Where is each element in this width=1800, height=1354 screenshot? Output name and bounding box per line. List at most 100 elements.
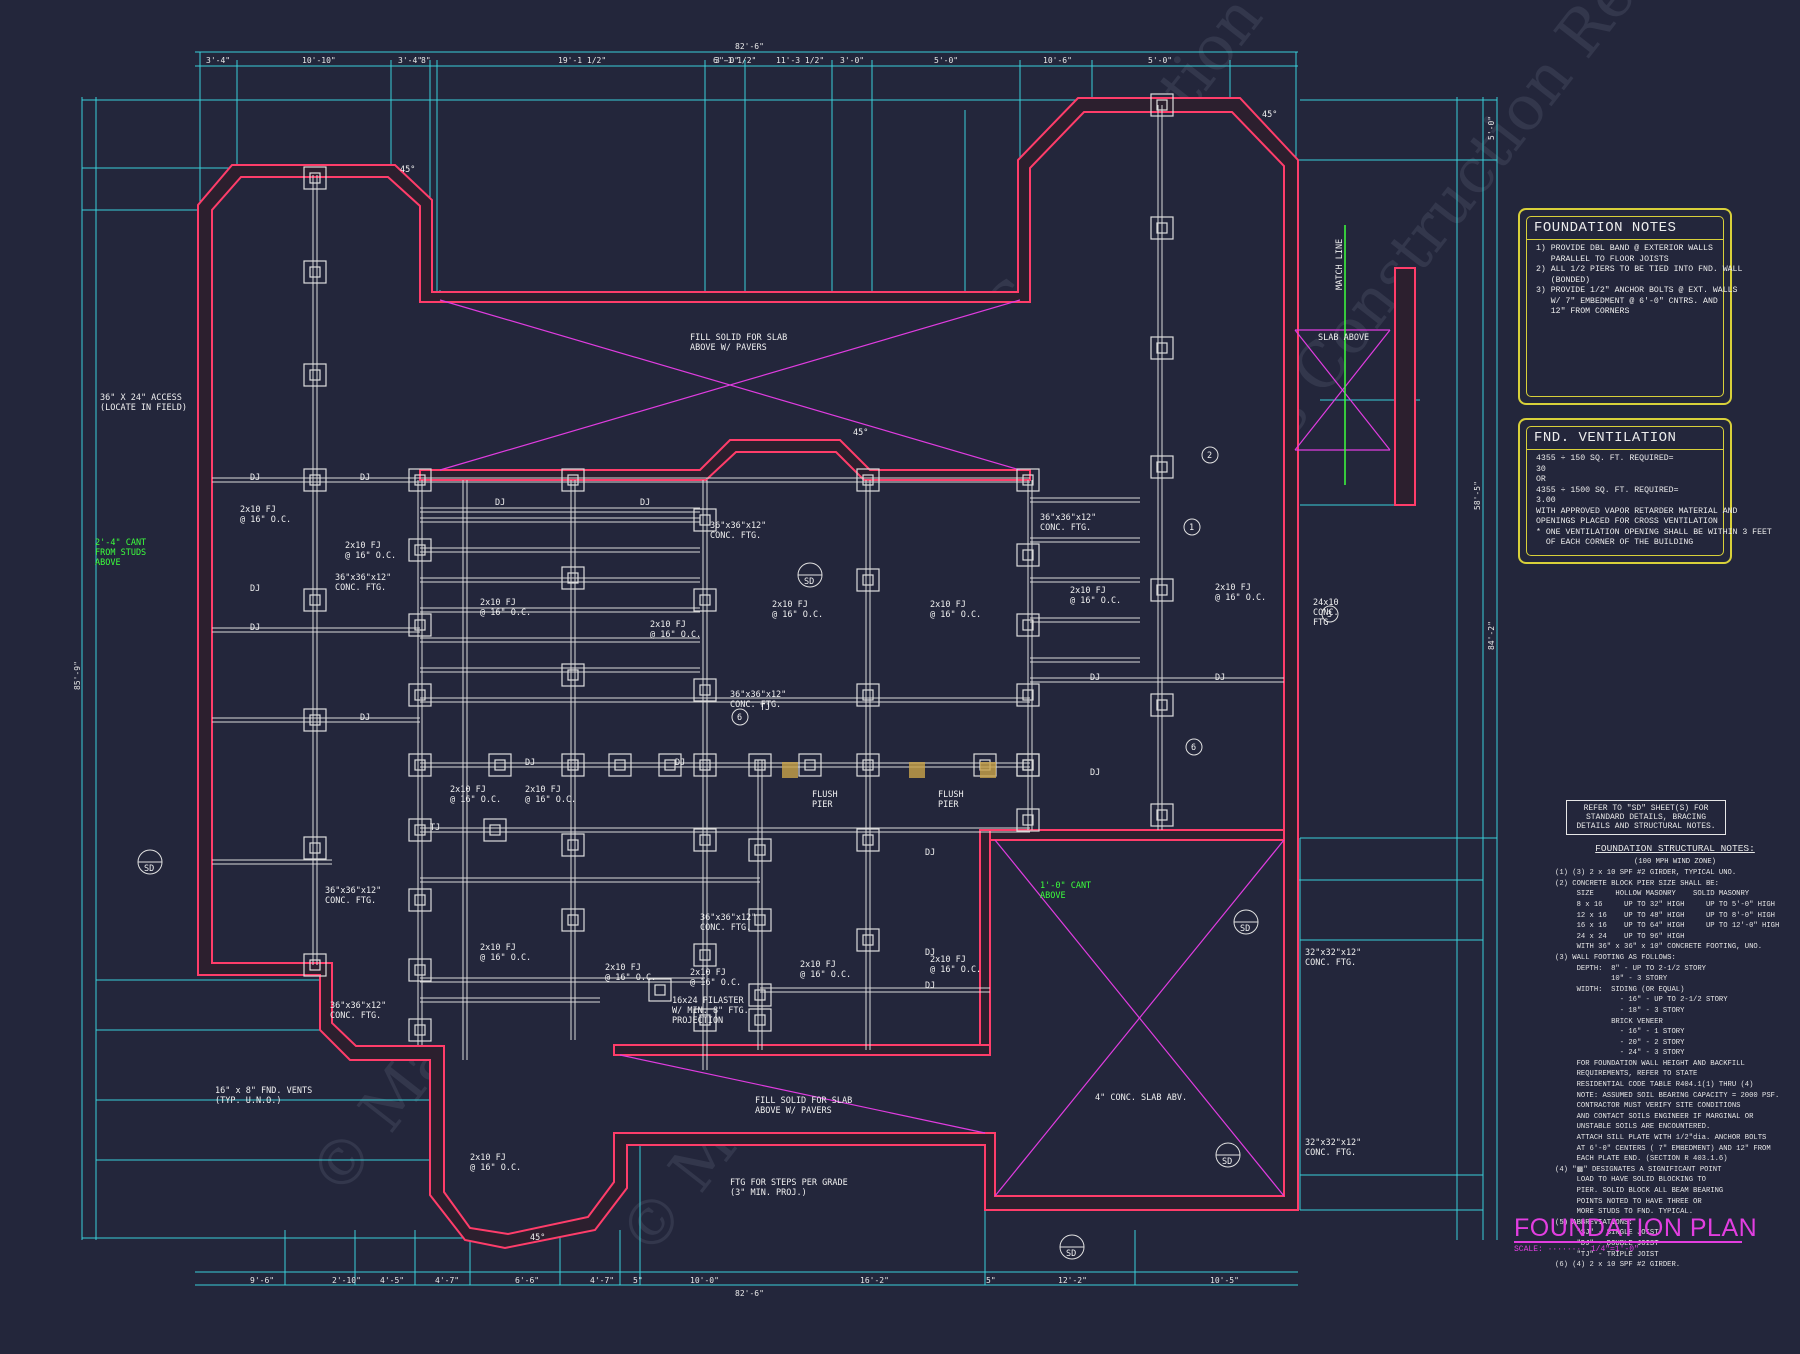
structural-note-item: 10" - 3 STORY — [1555, 975, 1668, 984]
pier-core — [414, 619, 426, 631]
conc-ftg-32-label: 32"x32"x12"CONC. FTG. — [1305, 1138, 1361, 1158]
conc-slab-label: 4" CONC. SLAB ABV. — [1095, 1093, 1187, 1103]
section-marker-sheet: SD — [144, 864, 154, 874]
double-joist-label: DJ — [925, 948, 935, 958]
pier-core — [754, 1014, 766, 1026]
pier — [1150, 578, 1174, 602]
pier-core — [699, 759, 711, 771]
angle-45-label: 45° — [400, 165, 415, 175]
pier — [856, 683, 880, 707]
double-joist-label: DJ — [1090, 673, 1100, 683]
pier-core — [309, 266, 321, 278]
ventilation-note-item: WITH APPROVED VAPOR RETARDER MATERIAL AN… — [1536, 506, 1738, 516]
note-callout-number: 1 — [1189, 523, 1194, 533]
dim-top-overall: 82'-6" — [735, 42, 764, 51]
structural-note-item: POINTS NOTED TO HAVE THREE OR — [1555, 1197, 1702, 1206]
structural-note-item: UNSTABLE SOILS ARE ENCOUNTERED. — [1555, 1123, 1711, 1132]
dim-top: 11'-3 1/2" — [776, 56, 824, 65]
slab-crosses — [439, 299, 1391, 1197]
pier-core — [699, 949, 711, 961]
pier-core — [414, 544, 426, 556]
structural-note-item: "DJ" - DOUBLE JOIST — [1555, 1239, 1659, 1248]
conc-ftg-36-label: 36"x36"x12"CONC. FTG. — [730, 690, 786, 710]
angle-45-label: 45° — [1262, 110, 1277, 120]
pier — [748, 983, 772, 1007]
floor-joist-label: 2x10 FJ@ 16" O.C. — [345, 541, 396, 561]
structural-note-item: (3) WALL FOOTING AS FOLLOWS: — [1555, 953, 1676, 962]
structural-note-item: - 24" - 3 STORY — [1555, 1049, 1685, 1058]
structural-note-item: REQUIREMENTS, REFER TO STATE — [1555, 1070, 1698, 1079]
scale-value: 1/4"=1'-0" — [1590, 1245, 1639, 1254]
dim-bottom: 12'-2" — [1058, 1276, 1087, 1285]
ventilation-note-item: OF EACH CORNER OF THE BUILDING — [1536, 538, 1694, 547]
pier-core — [862, 759, 874, 771]
pier — [408, 468, 432, 492]
pier — [1016, 808, 1040, 832]
pier-core — [309, 959, 321, 971]
ventilation-heading: FND. VENTILATION — [1526, 426, 1724, 450]
structural-notes-subheading: (100 MPH WIND ZONE) — [1634, 857, 1716, 866]
dim-bottom: 16'-2" — [860, 1276, 889, 1285]
pier-core — [1156, 699, 1168, 711]
slab-above-label: SLAB ABOVE — [1318, 333, 1369, 343]
pier — [408, 1018, 432, 1042]
pier-core — [1022, 474, 1034, 486]
pier-core — [614, 759, 626, 771]
pier-core — [1022, 549, 1034, 561]
structural-note-item: RESIDENTIAL CODE TABLE R404.1(1) THRU (4… — [1555, 1081, 1754, 1090]
note-callout-number: 6 — [1191, 743, 1196, 753]
floor-joist-label: 2x10 FJ@ 16" O.C. — [772, 600, 823, 620]
pier — [658, 753, 682, 777]
pier — [693, 753, 717, 777]
double-joist-label: DJ — [360, 473, 370, 483]
floor-joist-label: 2x10 FJ@ 16" O.C. — [1215, 583, 1266, 603]
refer-sd-note: REFER TO "SD" SHEET(S) FOR STANDARD DETA… — [1566, 800, 1726, 835]
structural-note-item: NOTE: ASSUMED SOIL BEARING CAPACITY = 20… — [1555, 1091, 1780, 1100]
foundation-note-item: 3) PROVIDE 1/2" ANCHOR BOLTS @ EXT. WALL… — [1536, 286, 1738, 295]
foundation-notes-heading: FOUNDATION NOTES — [1526, 216, 1724, 240]
pier — [1016, 613, 1040, 637]
pier-core — [1022, 814, 1034, 826]
dim-bottom: 5" — [633, 1276, 643, 1285]
pier — [303, 363, 327, 387]
structural-note-item: "TJ" - TRIPLE JOIST — [1555, 1250, 1659, 1259]
pier — [856, 928, 880, 952]
angle-45-label: 45° — [530, 1233, 545, 1243]
double-joist-label: DJ — [640, 498, 650, 508]
double-joist-label: DJ — [360, 713, 370, 723]
pier — [303, 588, 327, 612]
structural-note-item: - 20" - 2 STORY — [1555, 1038, 1685, 1047]
floor-joist-label: 2x10 FJ@ 16" O.C. — [800, 960, 851, 980]
structural-note-item: AT 6'-0" CENTERS ( 7" EMBEDMENT) AND 12"… — [1555, 1144, 1771, 1153]
dim-bottom: 5" — [986, 1276, 996, 1285]
floor-joist-label: 2x10 FJ@ 16" O.C. — [930, 955, 981, 975]
pier — [798, 753, 822, 777]
match-line-label: MATCH LINE — [1335, 239, 1345, 290]
pier-core — [862, 474, 874, 486]
floor-joist-label: 2x10 FJ@ 16" O.C. — [240, 505, 291, 525]
pier-core — [1156, 222, 1168, 234]
foundation-notes-list: 1) PROVIDE DBL BAND @ EXTERIOR WALLS PAR… — [1526, 244, 1742, 318]
pier — [561, 753, 585, 777]
conc-ftg-36-label: 36"x36"x12"CONC. FTG. — [330, 1001, 386, 1021]
pier-core — [414, 1024, 426, 1036]
pier — [748, 1008, 772, 1032]
pier — [303, 836, 327, 860]
structural-note-item: ATTACH SILL PLATE WITH 1/2"dia. ANCHOR B… — [1555, 1134, 1767, 1143]
dim-bottom: 4'-5" — [380, 1276, 404, 1285]
dim-top-secondary: 3'-0" — [840, 56, 864, 65]
note-callout-number: 6 — [737, 713, 742, 723]
structural-note-item: "SJ" - SINGLE JOIST — [1555, 1229, 1659, 1238]
pier — [856, 568, 880, 592]
pier-core — [862, 574, 874, 586]
structural-note-item: 12 x 16 UP TO 48" HIGH UP TO 8'-0" HIGH — [1555, 911, 1775, 920]
double-joist-label: DJ — [250, 584, 260, 594]
pier — [488, 753, 512, 777]
pier — [303, 166, 327, 190]
dim-top: 6'-1 1/2" — [713, 56, 756, 65]
